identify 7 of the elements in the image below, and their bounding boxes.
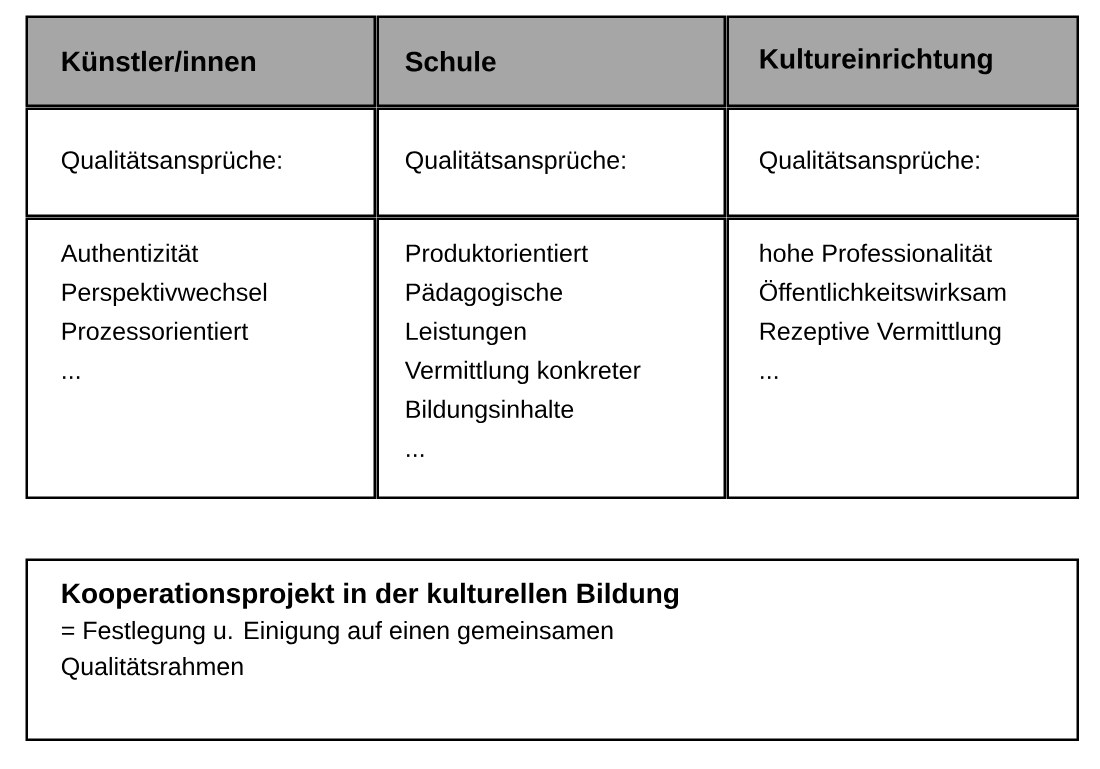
header-cell: Kultureinrichtung — [726, 15, 1079, 107]
table-cell: Qualitätsansprüche: — [25, 107, 376, 217]
text-box: Kooperationsprojekt in der kulturellen Bildung = Festlegung u. Einigung auf einen gemeinsamen Qualitätsrahmen — [25, 558, 1079, 741]
header-cell: Schule — [376, 15, 726, 107]
table-cell: Qualitätsansprüche: — [726, 107, 1079, 217]
header-cell: Künstler/innen — [25, 15, 376, 107]
table-cell: Qualitätsansprüche: — [376, 107, 726, 217]
